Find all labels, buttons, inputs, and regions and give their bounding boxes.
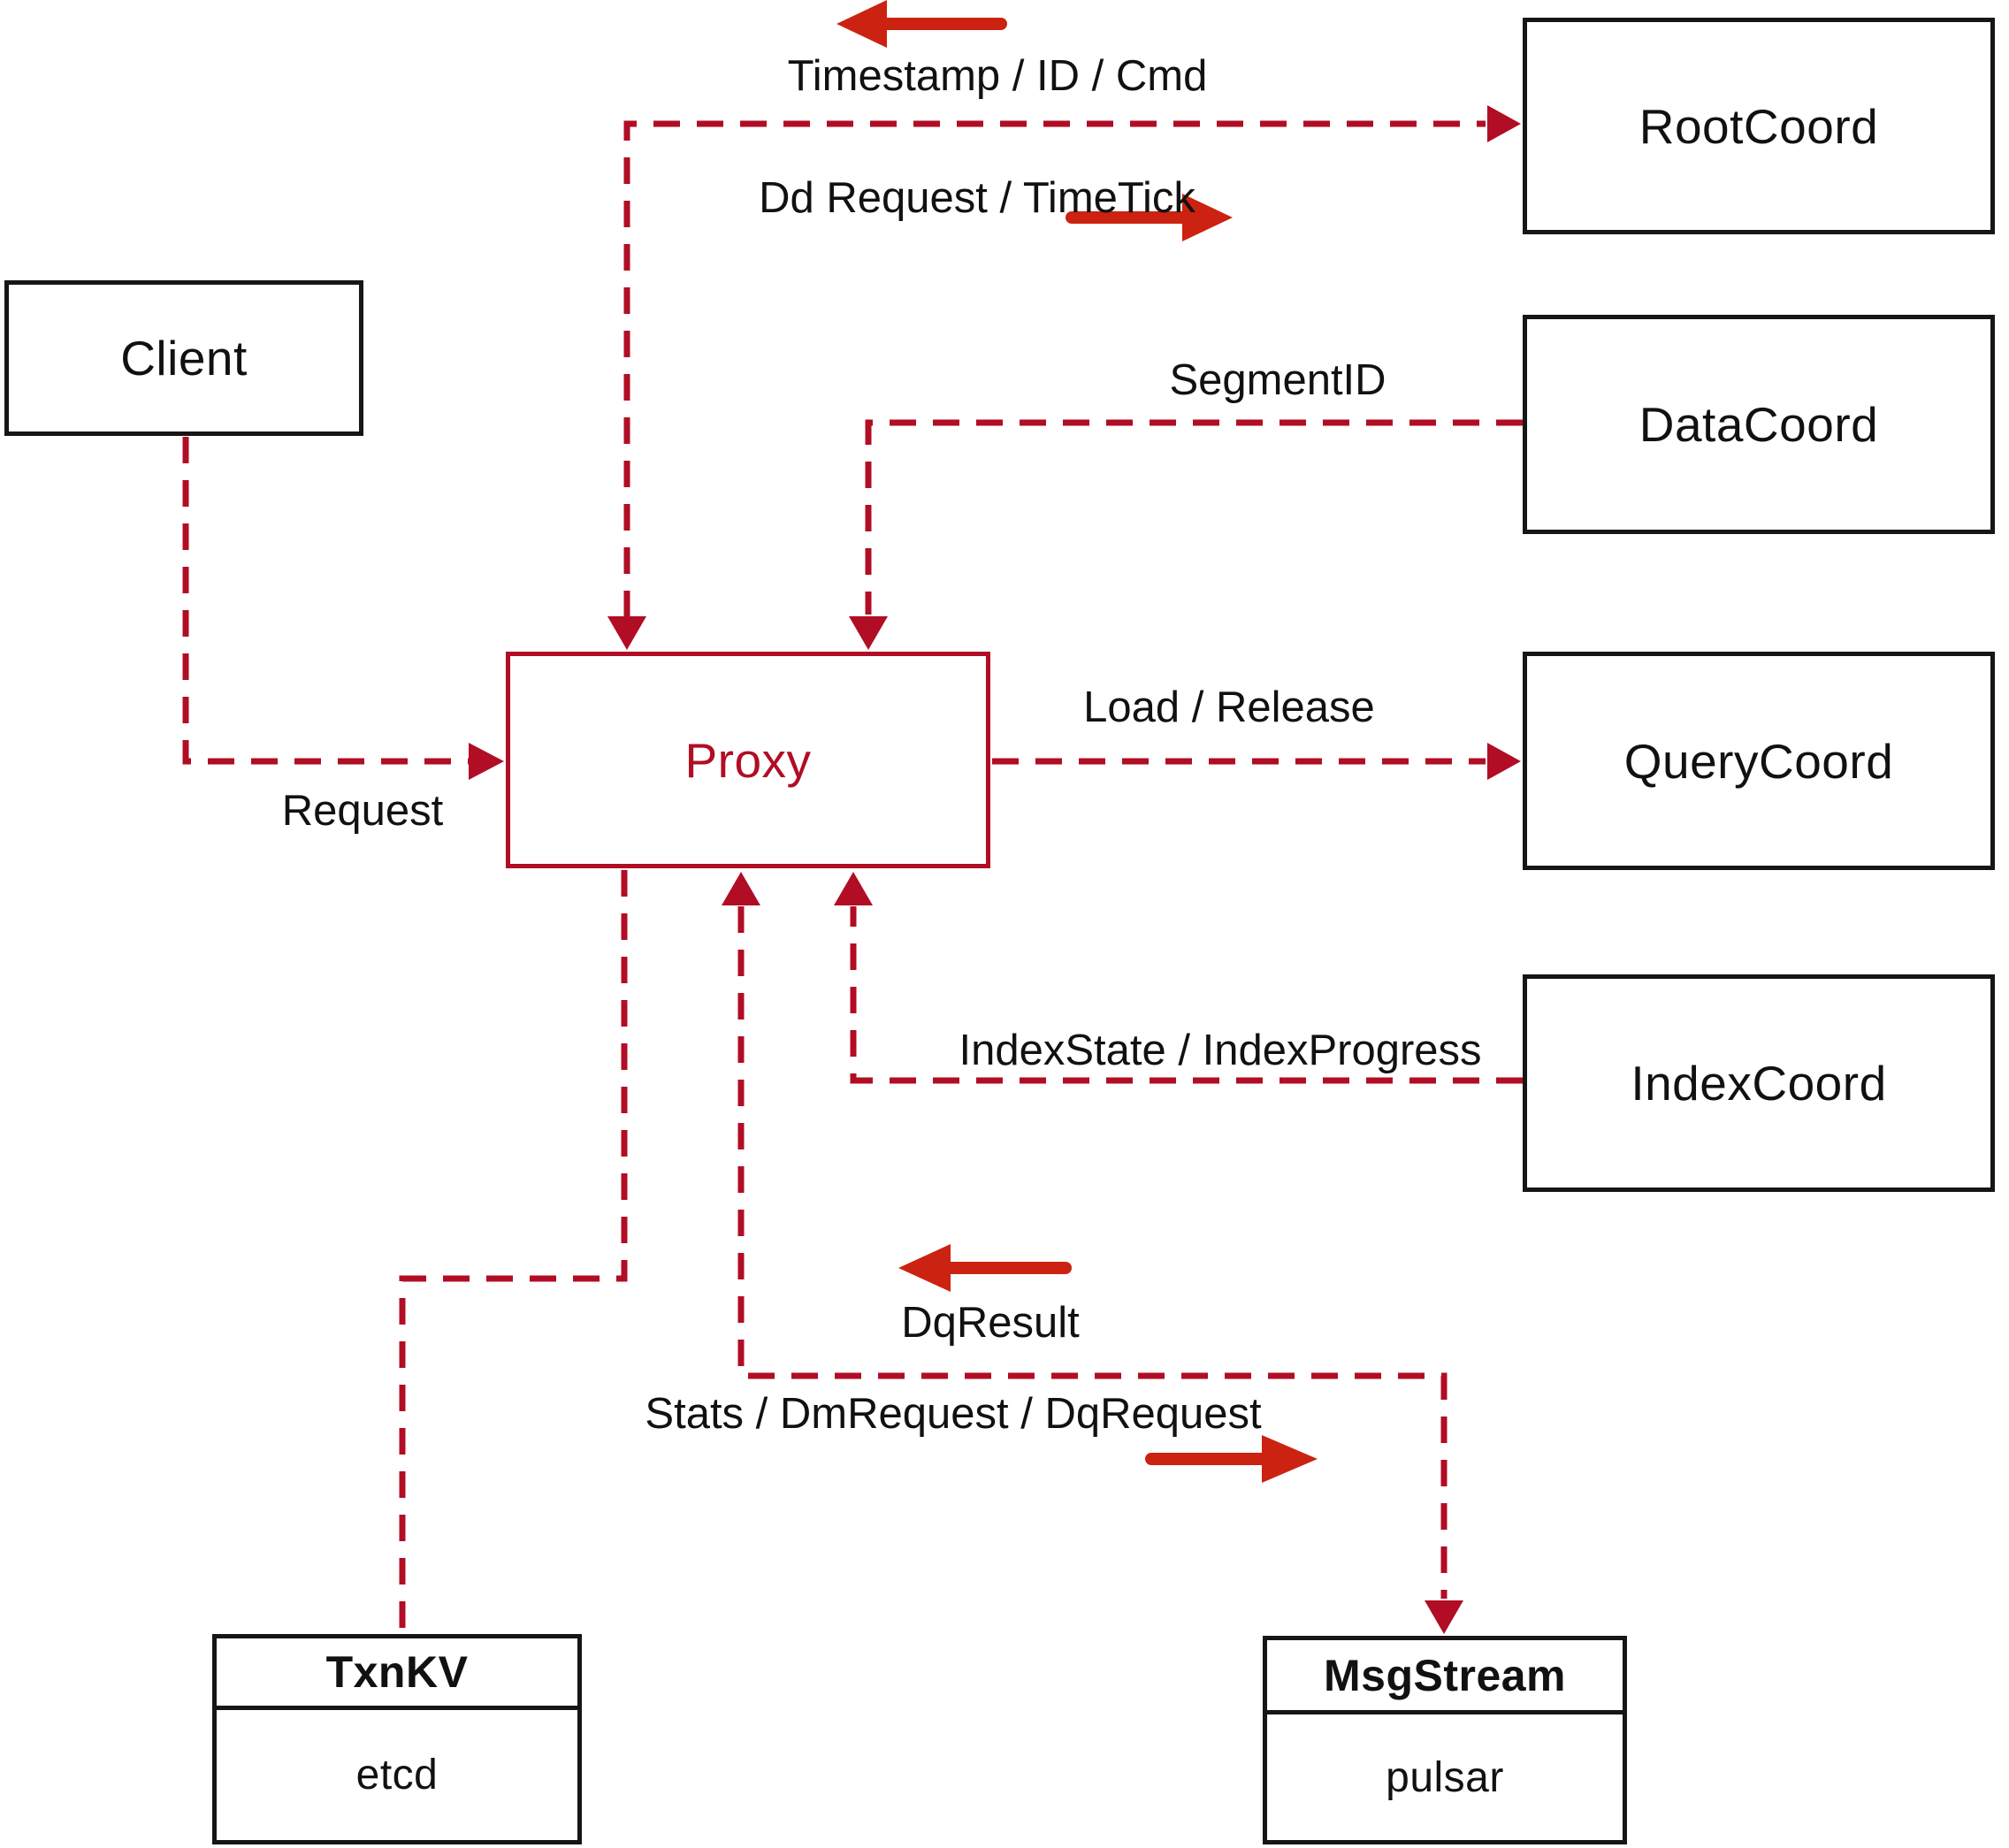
node-client-label: Client: [120, 331, 248, 386]
node-datacoord: DataCoord: [1523, 315, 1995, 534]
node-txnkv: TxnKV etcd: [212, 1634, 582, 1844]
edge-label-indexstate-indexprogress: IndexState / IndexProgress: [959, 1027, 1482, 1074]
node-msgstream: MsgStream pulsar: [1263, 1636, 1627, 1844]
right-arrow-icon-stats: [1145, 1435, 1318, 1483]
arrowhead-into-querycoord: [1487, 743, 1521, 780]
edge-label-timestamp-id-cmd: Timestamp / ID / Cmd: [787, 52, 1208, 100]
node-rootcoord: RootCoord: [1523, 18, 1995, 234]
direction-arrows: [836, 0, 1318, 1483]
edge-label-dqresult: DqResult: [901, 1299, 1080, 1347]
node-msgstream-title: MsgStream: [1267, 1640, 1623, 1714]
edge-label-segmentid: SegmentID: [1169, 356, 1386, 404]
edge-label-stats-dmrequest-dqrequest: Stats / DmRequest / DqRequest: [645, 1390, 1262, 1438]
node-indexcoord: IndexCoord: [1523, 974, 1995, 1192]
arrowhead-into-proxy-top-left: [607, 616, 646, 650]
node-proxy: Proxy: [506, 652, 990, 868]
arrowhead-into-proxy-bottom-right: [834, 872, 873, 905]
left-arrow-icon-timestamp: [836, 0, 1007, 48]
edge-label-request: Request: [281, 787, 444, 835]
right-arrow-icon-dd-request: [1066, 194, 1233, 241]
node-msgstream-implementation: pulsar: [1386, 1753, 1504, 1801]
edge-label-load-release: Load / Release: [1083, 683, 1375, 731]
node-proxy-label: Proxy: [684, 732, 812, 788]
node-indexcoord-label: IndexCoord: [1631, 1056, 1887, 1111]
node-txnkv-implementation: etcd: [355, 1752, 439, 1798]
node-txnkv-title: TxnKV: [217, 1638, 577, 1710]
arrowhead-into-proxy-top-right: [849, 616, 888, 650]
edge-proxy-txnkv: [399, 870, 628, 1632]
arrowhead-into-rootcoord: [1487, 105, 1521, 142]
node-querycoord: QueryCoord: [1523, 652, 1995, 870]
edge-proxy-rootcoord: [623, 120, 1486, 617]
edge-indexcoord-proxy: [850, 906, 1523, 1084]
node-rootcoord-label: RootCoord: [1639, 98, 1879, 154]
node-client: Client: [4, 280, 363, 436]
left-arrow-icon-dqresult: [898, 1244, 1072, 1292]
node-querycoord-label: QueryCoord: [1623, 733, 1894, 789]
edge-client-proxy: [182, 437, 469, 765]
arrowhead-into-proxy-bottom-left: [722, 872, 760, 905]
arrowhead-into-proxy-left: [469, 743, 504, 780]
edge-datacoord-proxy: [865, 419, 1523, 615]
arrowhead-into-msgstream: [1425, 1600, 1463, 1634]
edge-label-dd-request-timetick: Dd Request / TimeTick: [759, 174, 1195, 222]
node-datacoord-label: DataCoord: [1639, 397, 1879, 452]
edge-proxy-msgstream: [737, 906, 1448, 1599]
